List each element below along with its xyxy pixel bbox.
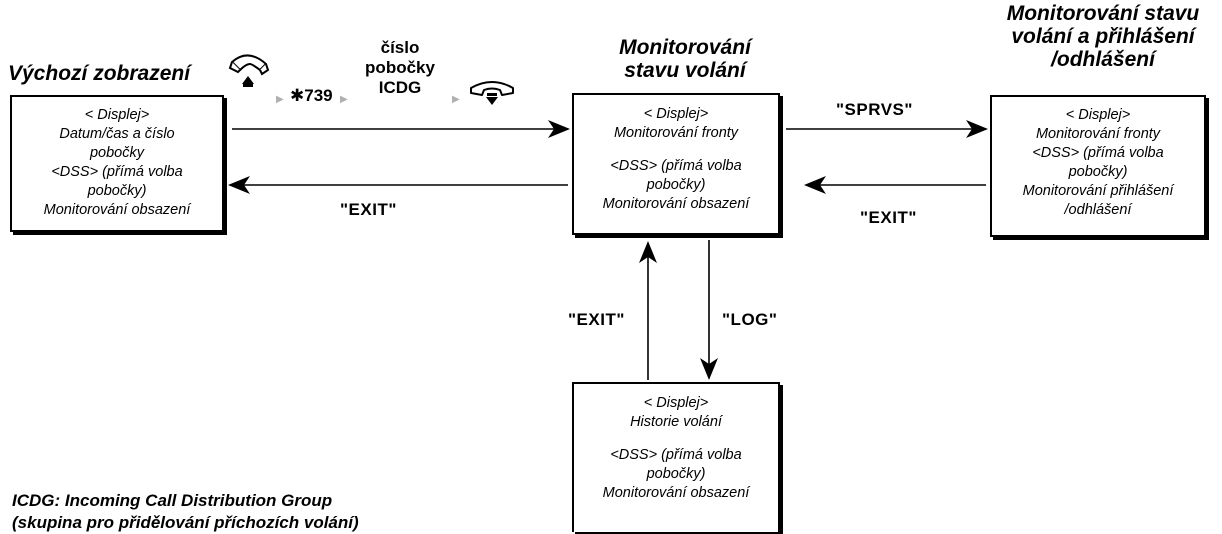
footnote-line1: ICDG: Incoming Call Distribution Group — [12, 491, 333, 510]
box-line: < Displej> — [1065, 107, 1131, 123]
handset-onhook-icon — [470, 81, 514, 105]
title-right-line3: /odhlášení — [1051, 48, 1155, 71]
title-login-monitoring: Monitorování stavu volání a přihlášení /… — [985, 2, 1221, 71]
label-exit-right: "EXIT" — [860, 208, 917, 227]
ext-line2: pobočky — [365, 58, 435, 77]
box-line: pobočky) — [87, 183, 147, 199]
extension-number-label: číslo pobočky ICDG — [355, 38, 445, 98]
box-line: < Displej> — [84, 107, 150, 123]
title-call-status-monitoring: Monitorování stavu volání — [590, 36, 780, 82]
call-history-box: < Displej> Historie volání <DSS> (přímá … — [572, 382, 780, 532]
login-monitoring-box: < Displej> Monitorování fronty <DSS> (př… — [990, 95, 1206, 237]
title-initial-display: Výchozí zobrazení — [8, 62, 191, 85]
box-line: pobočky — [89, 145, 144, 161]
title-right-line2: volání a přihlášení — [1011, 25, 1195, 48]
box-line: <DSS> (přímá volba — [610, 158, 742, 174]
box-line: < Displej> — [643, 106, 709, 122]
box-line: Historie volání — [630, 414, 722, 430]
box-line: Monitorování přihlášení — [1022, 183, 1174, 199]
handset-offhook-icon — [228, 54, 270, 87]
box-line: Monitorování obsazení — [43, 202, 191, 218]
box-line: Monitorování fronty — [1035, 126, 1161, 142]
box-line: Monitorování fronty — [613, 125, 739, 141]
play-triangle-icon: ▶ — [452, 94, 460, 105]
initial-display-box: < Displej> Datum/čas a číslo pobočky <DS… — [10, 95, 224, 232]
box-line: < Displej> — [643, 395, 709, 411]
label-log: "LOG" — [722, 310, 778, 329]
box-line: pobočky) — [646, 177, 706, 193]
label-sprvs: "SPRVS" — [836, 100, 913, 119]
box-line: /odhlášení — [1064, 202, 1132, 218]
box-line: Datum/čas a číslo — [59, 126, 175, 142]
title-center-line2: stavu volání — [624, 59, 746, 82]
ext-line3: ICDG — [378, 78, 422, 97]
box-line: pobočky) — [1068, 164, 1128, 180]
play-triangle-icon: ▶ — [276, 94, 284, 105]
box-line: Monitorování obsazení — [602, 485, 750, 501]
box-line: <DSS> (přímá volba — [51, 164, 183, 180]
label-exit-bottom: "EXIT" — [568, 310, 625, 329]
box-line: <DSS> (přímá volba — [1032, 145, 1164, 161]
title-right-line1: Monitorování stavu — [1006, 2, 1200, 25]
title-center-line1: Monitorování — [619, 36, 751, 59]
ext-line1: číslo — [380, 38, 420, 57]
box-line: <DSS> (přímá volba — [610, 447, 742, 463]
box-line: pobočky) — [646, 466, 706, 482]
extension-code: ✱739 — [290, 86, 333, 105]
call-status-monitoring-box: < Displej> Monitorování fronty <DSS> (př… — [572, 93, 780, 235]
footnote-icdg: ICDG: Incoming Call Distribution Group (… — [12, 490, 359, 534]
box-line: Monitorování obsazení — [602, 196, 750, 212]
footnote-line2: (skupina pro přidělování příchozích volá… — [12, 513, 359, 532]
play-triangle-icon: ▶ — [340, 94, 348, 105]
label-exit-left: "EXIT" — [340, 200, 397, 219]
